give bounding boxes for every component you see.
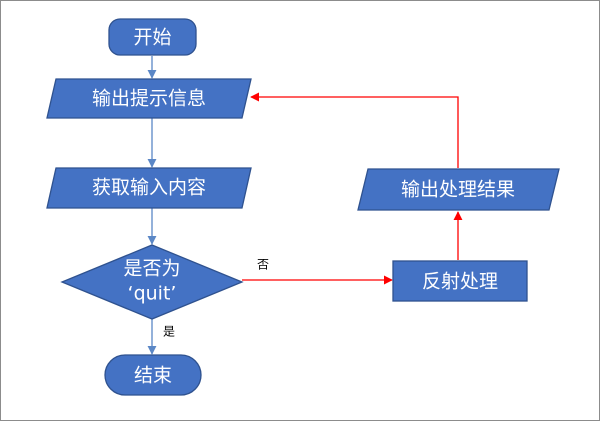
end-node: 结束 — [104, 354, 202, 396]
decision-shape — [60, 244, 244, 320]
output-prompt-label: 输出提示信息 — [92, 88, 206, 110]
edge-label-no: 否 — [257, 258, 269, 272]
reflect-label: 反射处理 — [422, 271, 498, 293]
output-prompt-node: 输出提示信息 — [46, 78, 252, 119]
decision-label-line2: ‘quit’ — [128, 283, 177, 305]
edge-label-yes: 是 — [163, 325, 175, 339]
start-node: 开始 — [108, 18, 197, 56]
decision-node: 是否为 ‘quit’ — [60, 244, 244, 320]
output-result-node: 输出处理结果 — [357, 168, 560, 211]
end-shape — [104, 354, 202, 396]
reflect-shape — [392, 260, 528, 302]
arrow-result-to-prompt — [250, 92, 459, 168]
reflect-node: 反射处理 — [392, 260, 528, 302]
end-label: 结束 — [134, 365, 172, 387]
output-result-shape — [357, 168, 560, 211]
get-input-label: 获取输入内容 — [92, 177, 206, 199]
get-input-node: 获取输入内容 — [46, 167, 252, 209]
get-input-shape — [46, 167, 252, 209]
decision-label-line1: 是否为 — [123, 258, 180, 280]
start-shape — [108, 18, 197, 56]
output-result-label: 输出处理结果 — [401, 179, 515, 201]
start-label: 开始 — [133, 27, 171, 49]
output-prompt-shape — [46, 78, 252, 119]
